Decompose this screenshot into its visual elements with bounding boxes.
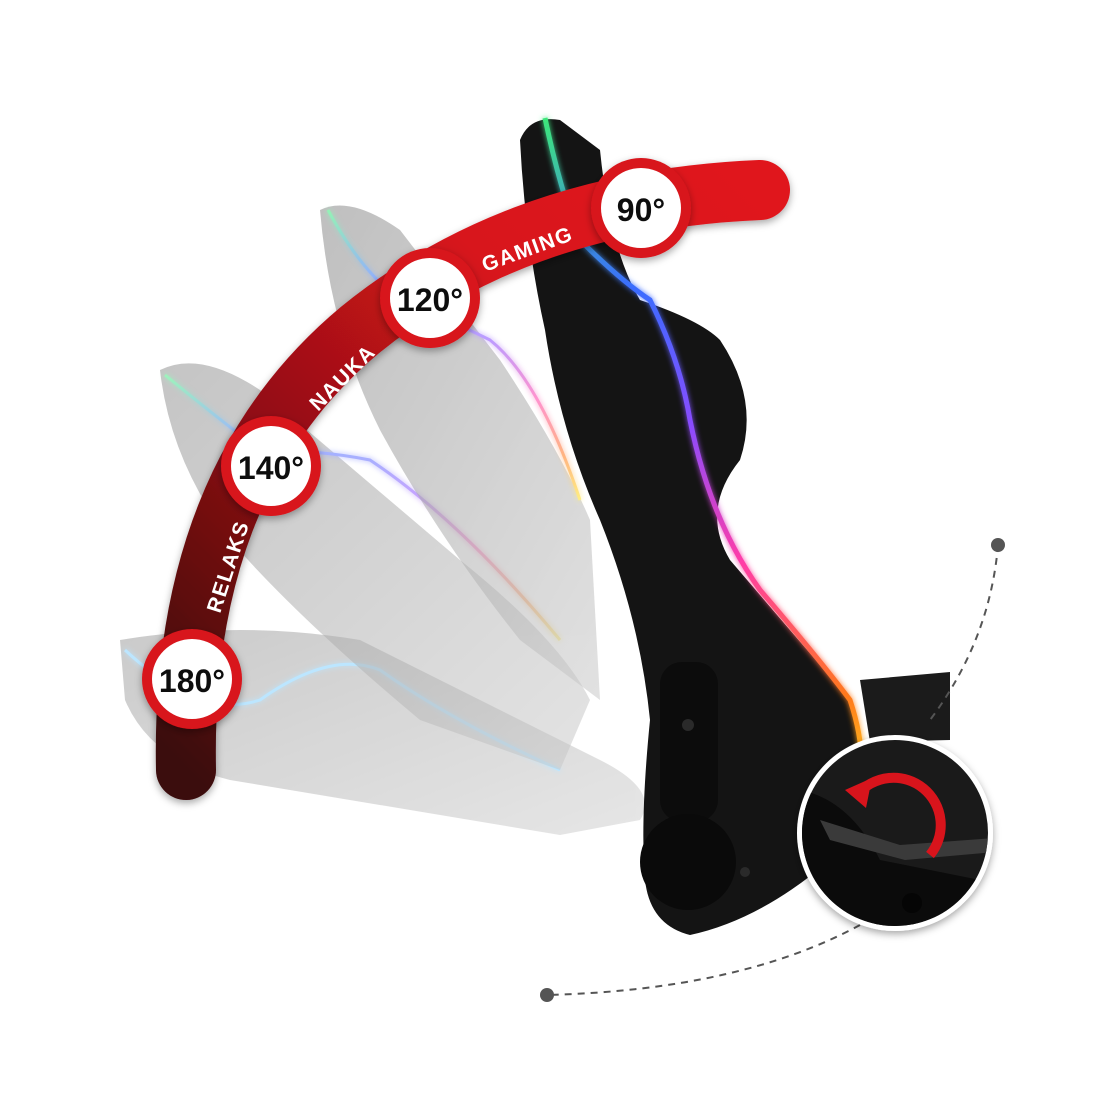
- dot-icon: [540, 988, 554, 1002]
- angle-label-120: 120°: [397, 282, 463, 318]
- angle-badge-180: 180°: [142, 629, 242, 729]
- rotate-arrow-icon: [845, 772, 946, 859]
- lever-handle: [820, 820, 988, 860]
- main-chair: [520, 117, 950, 935]
- angle-label-140: 140°: [238, 450, 304, 486]
- angle-label-180: 180°: [159, 663, 225, 699]
- chair-bracket: [660, 662, 718, 822]
- lever-zoom-inset: [797, 735, 993, 931]
- dot-icon: [991, 538, 1005, 552]
- recline-motion-path: [540, 538, 1005, 1002]
- recline-knob: [640, 814, 736, 910]
- angle-badge-120: 120°: [380, 248, 480, 348]
- angle-label-90: 90°: [617, 192, 665, 228]
- angle-badge-90: 90°: [591, 158, 691, 258]
- angle-badge-140: 140°: [221, 416, 321, 516]
